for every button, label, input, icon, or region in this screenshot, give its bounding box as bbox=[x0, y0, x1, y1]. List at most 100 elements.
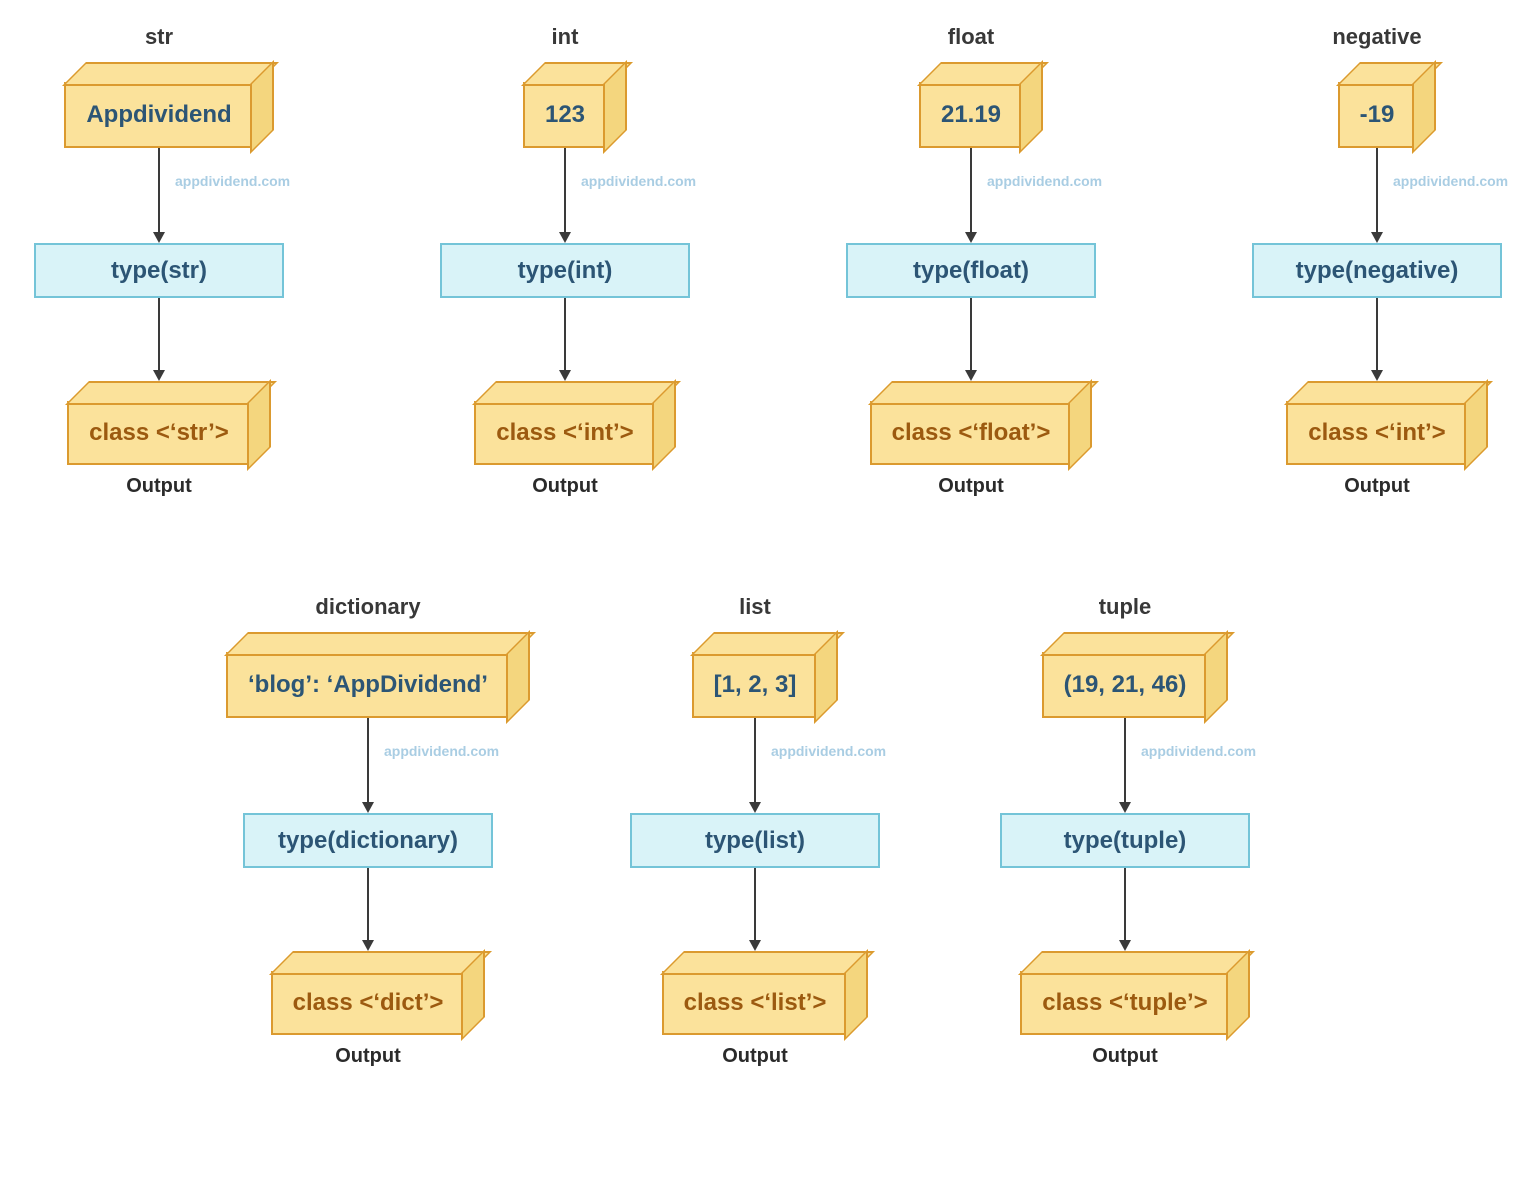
down-arrow: appdividend.com bbox=[34, 148, 290, 243]
output-value-box: class <‘float’> bbox=[869, 401, 1073, 465]
type-call-box: type(tuple) bbox=[999, 813, 1250, 868]
output-value-box: class <‘tuple’> bbox=[1020, 971, 1230, 1035]
input-value-box: 21.19 bbox=[918, 82, 1024, 148]
watermark-text: appdividend.com bbox=[581, 172, 697, 189]
input-value: (19, 21, 46) bbox=[1063, 671, 1187, 698]
output-value: class <‘int’> bbox=[1308, 419, 1446, 446]
output-value: class <‘str’> bbox=[89, 419, 229, 446]
input-value-box: ‘blog’: ‘AppDividend’ bbox=[226, 652, 510, 718]
node-title: dictionary bbox=[315, 594, 421, 619]
diagram-row-2: dictionary ‘blog’: ‘AppDividend’ appdivi… bbox=[0, 594, 1536, 1068]
arrow-line bbox=[564, 148, 566, 235]
type-call-label: type(float) bbox=[913, 256, 1029, 284]
input-value-box: 123 bbox=[522, 82, 608, 148]
node-title: list bbox=[739, 594, 771, 619]
input-value: Appdividend bbox=[86, 101, 232, 128]
arrow-line bbox=[1376, 298, 1378, 373]
watermark-text: appdividend.com bbox=[987, 172, 1103, 189]
diagram-row-1: str Appdividend appdividend.com type(str… bbox=[0, 14, 1536, 498]
node-list: list [1, 2, 3] appdividend.com type(list… bbox=[629, 594, 886, 1068]
node-float: float 21.19 appdividend.com type(float) … bbox=[846, 24, 1102, 498]
type-call-box: type(float) bbox=[846, 243, 1096, 298]
arrow-line bbox=[970, 298, 972, 373]
node-tuple: tuple (19, 21, 46) appdividend.com type(… bbox=[999, 594, 1256, 1068]
watermark-text: appdividend.com bbox=[1140, 742, 1257, 759]
node-str: str Appdividend appdividend.com type(str… bbox=[34, 24, 290, 498]
output-value-box: class <‘int’> bbox=[1286, 401, 1468, 465]
down-arrow bbox=[440, 298, 690, 381]
down-arrow bbox=[34, 298, 284, 381]
input-value-box: Appdividend bbox=[64, 82, 254, 148]
down-arrow: appdividend.com bbox=[226, 718, 510, 813]
node-title: int bbox=[551, 24, 579, 49]
type-call-box: type(negative) bbox=[1252, 243, 1502, 298]
node-title: float bbox=[947, 24, 995, 49]
type-call-label: type(dictionary) bbox=[277, 826, 458, 854]
arrow-line bbox=[366, 718, 369, 805]
output-value-box: class <‘dict’> bbox=[270, 971, 466, 1035]
down-arrow bbox=[630, 868, 880, 951]
down-arrow bbox=[1000, 868, 1250, 951]
watermark-text: appdividend.com bbox=[175, 172, 291, 189]
node-title: negative bbox=[1332, 24, 1422, 49]
node-negative: negative -19 appdividend.com type(negati… bbox=[1252, 24, 1508, 498]
down-arrow: appdividend.com bbox=[846, 148, 1102, 243]
output-label: Output bbox=[938, 475, 1004, 497]
down-arrow bbox=[226, 868, 510, 951]
node-int: int 123 appdividend.com type(int) class … bbox=[440, 24, 696, 498]
arrow-line bbox=[564, 298, 566, 373]
output-value-box: class <‘str’> bbox=[67, 401, 251, 465]
output-value: class <‘dict’> bbox=[292, 989, 444, 1016]
type-call-label: type(tuple) bbox=[1063, 826, 1187, 854]
output-label: Output bbox=[722, 1045, 788, 1067]
node-dictionary: dictionary ‘blog’: ‘AppDividend’ appdivi… bbox=[226, 594, 510, 1068]
input-value: -19 bbox=[1359, 101, 1395, 128]
down-arrow: appdividend.com bbox=[630, 718, 886, 813]
type-call-label: type(list) bbox=[704, 826, 805, 854]
arrow-line bbox=[1123, 718, 1126, 805]
type-call-label: type(str) bbox=[110, 256, 207, 284]
input-value-box: [1, 2, 3] bbox=[691, 652, 819, 718]
output-label: Output bbox=[335, 1045, 401, 1067]
output-value: class <‘list’> bbox=[683, 989, 827, 1016]
down-arrow: appdividend.com bbox=[1252, 148, 1508, 243]
type-call-box: type(str) bbox=[34, 243, 284, 298]
type-call-box: type(list) bbox=[629, 813, 880, 868]
type-call-label: type(negative) bbox=[1295, 256, 1459, 284]
arrow-line bbox=[158, 298, 160, 373]
watermark-text: appdividend.com bbox=[1393, 172, 1509, 189]
down-arrow bbox=[1252, 298, 1502, 381]
watermark-text: appdividend.com bbox=[770, 742, 887, 759]
output-label: Output bbox=[532, 475, 598, 497]
type-call-label: type(int) bbox=[517, 256, 613, 284]
input-value: 21.19 bbox=[940, 101, 1002, 128]
output-label: Output bbox=[1092, 1045, 1158, 1067]
arrow-line bbox=[970, 148, 972, 235]
down-arrow: appdividend.com bbox=[440, 148, 696, 243]
output-value: class <‘tuple’> bbox=[1042, 989, 1208, 1016]
output-label: Output bbox=[1344, 475, 1410, 497]
output-value-box: class <‘int’> bbox=[474, 401, 656, 465]
arrow-line bbox=[753, 868, 756, 943]
output-label: Output bbox=[126, 475, 192, 497]
down-arrow bbox=[846, 298, 1096, 381]
output-value: class <‘int’> bbox=[496, 419, 634, 446]
input-value-box: (19, 21, 46) bbox=[1041, 652, 1209, 718]
input-value: ‘blog’: ‘AppDividend’ bbox=[248, 671, 488, 698]
arrow-line bbox=[366, 868, 369, 943]
arrow-line bbox=[158, 148, 160, 235]
arrow-line bbox=[1376, 148, 1378, 235]
input-value: 123 bbox=[544, 101, 586, 128]
output-value: class <‘float’> bbox=[891, 419, 1051, 446]
watermark-text: appdividend.com bbox=[383, 742, 500, 759]
arrow-line bbox=[753, 718, 756, 805]
node-title: tuple bbox=[1098, 594, 1152, 619]
arrow-line bbox=[1123, 868, 1126, 943]
output-value-box: class <‘list’> bbox=[661, 971, 849, 1035]
input-value: [1, 2, 3] bbox=[713, 671, 797, 698]
input-value-box: -19 bbox=[1337, 82, 1417, 148]
node-title: str bbox=[144, 24, 174, 49]
type-call-box: type(int) bbox=[440, 243, 690, 298]
type-call-box: type(dictionary) bbox=[242, 813, 493, 868]
